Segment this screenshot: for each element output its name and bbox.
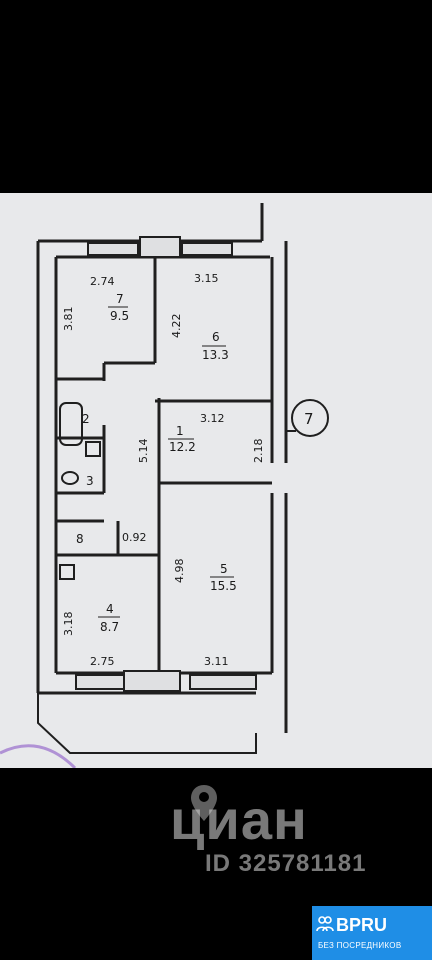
dim-hall-length: 5.14 bbox=[137, 439, 150, 464]
floor-plan-drawing: 2.74 3.15 7 9.5 3.81 4.22 6 13.3 2 3.12 … bbox=[0, 193, 432, 768]
dim-room6-width: 3.15 bbox=[194, 272, 219, 285]
room1-number: 1 bbox=[176, 424, 184, 438]
room5-number: 5 bbox=[220, 562, 228, 576]
room3-number: 3 bbox=[86, 474, 94, 488]
watermark-listing-id: ID 325781181 bbox=[205, 850, 367, 877]
room2-number: 2 bbox=[82, 412, 90, 426]
dim-room7-height: 3.81 bbox=[62, 307, 75, 332]
dim-room4-width: 2.75 bbox=[90, 655, 115, 668]
dim-room7-width: 2.74 bbox=[90, 275, 115, 288]
room4-area: 8.7 bbox=[100, 620, 119, 634]
dim-room6-height: 4.22 bbox=[170, 314, 183, 339]
room7-number: 7 bbox=[116, 292, 124, 306]
dim-closet-width: 0.92 bbox=[122, 531, 147, 544]
dim-corridor-width: 3.12 bbox=[200, 412, 225, 425]
dim-room4-height: 3.18 bbox=[62, 612, 75, 637]
room6-number: 6 bbox=[212, 330, 220, 344]
room5-area: 15.5 bbox=[210, 579, 237, 593]
room7-area: 9.5 bbox=[110, 309, 129, 323]
watermark-brand: циан bbox=[170, 788, 308, 851]
room6-area: 13.3 bbox=[202, 348, 229, 362]
dim-room5-height: 4.98 bbox=[173, 559, 186, 584]
badge-brand: BPRU bbox=[336, 915, 388, 935]
people-icon bbox=[316, 916, 334, 932]
axis-marker: 7 bbox=[304, 410, 314, 428]
room8-number: 8 bbox=[76, 532, 84, 546]
dim-room5-width: 3.11 bbox=[204, 655, 229, 668]
room1-area: 12.2 bbox=[169, 440, 196, 454]
dim-corridor-height: 2.18 bbox=[252, 439, 265, 464]
bpru-badge[interactable]: BPRU БЕЗ ПОСРЕДНИКОВ bbox=[312, 906, 432, 960]
location-pin-icon bbox=[191, 785, 217, 821]
badge-subtitle: БЕЗ ПОСРЕДНИКОВ bbox=[318, 941, 402, 950]
floor-plan-photo[interactable]: 2.74 3.15 7 9.5 3.81 4.22 6 13.3 2 3.12 … bbox=[0, 193, 432, 768]
room4-number: 4 bbox=[106, 602, 114, 616]
